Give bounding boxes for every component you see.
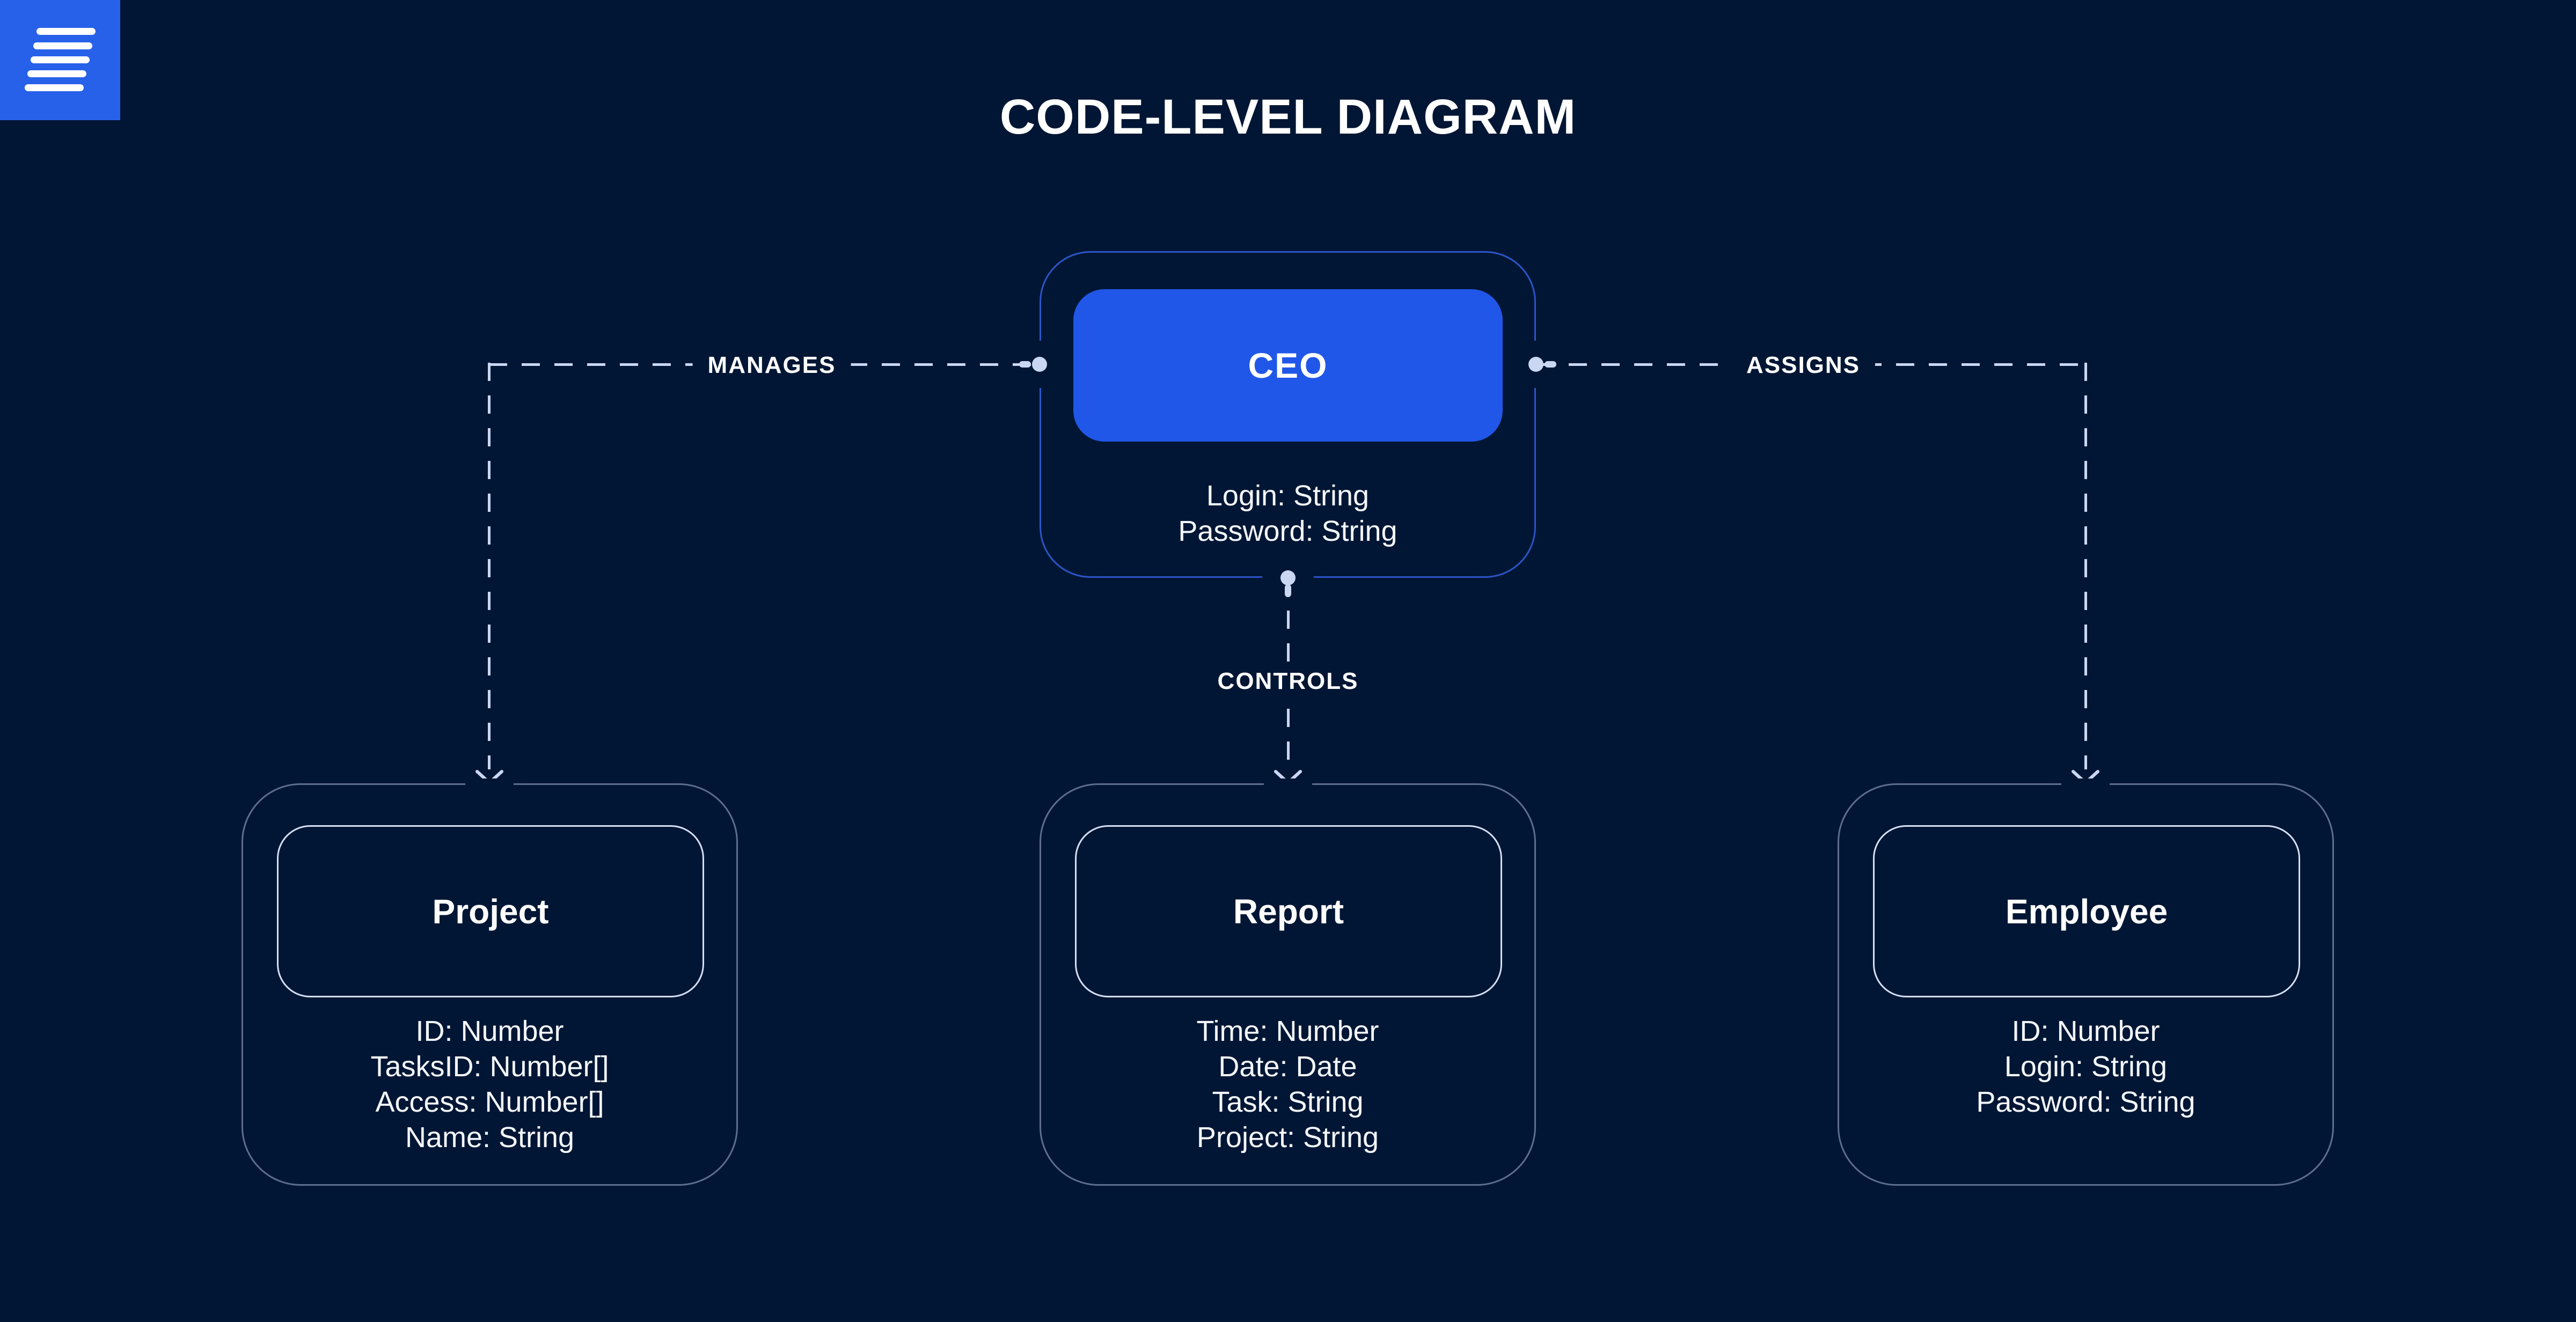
entity-attributes: ID: Number Login: String Password: Strin… [1839, 1013, 2332, 1120]
border-gap [2061, 778, 2110, 788]
connector-pin-stem [1545, 361, 1556, 368]
attribute-line: TasksID: Number[] [370, 1051, 609, 1083]
entity-attributes: Login: String Password: String [1041, 478, 1534, 549]
entity-report-header: Report [1075, 825, 1502, 997]
page-title: CODE-LEVEL DIAGRAM [999, 90, 1577, 144]
assigns-connector-vertical [2084, 363, 2087, 769]
border-gap [465, 778, 514, 788]
attribute-line: Access: Number[] [375, 1086, 604, 1118]
connector-pin-icon [1528, 357, 1543, 372]
attribute-line: Time: Number [1196, 1015, 1379, 1047]
border-gap [1264, 778, 1312, 788]
attribute-line: Password: String [1976, 1086, 2196, 1118]
entity-project-header: Project [277, 825, 704, 997]
entity-employee[interactable]: Employee ID: Number Login: String Passwo… [1838, 783, 2334, 1186]
logo-bar [33, 42, 92, 49]
logo-bar [31, 56, 90, 63]
entity-title: CEO [1248, 346, 1328, 385]
entity-project[interactable]: Project ID: Number TasksID: Number[] Acc… [241, 783, 738, 1186]
logo-bar [36, 28, 96, 35]
manages-connector-vertical [488, 363, 491, 769]
entity-title: Project [432, 892, 549, 931]
hamburger-menu-icon[interactable] [0, 0, 120, 120]
attribute-line: Login: String [1206, 480, 1370, 512]
relationship-label-assigns: ASSIGNS [1731, 349, 1876, 382]
entity-employee-header: Employee [1873, 825, 2300, 997]
entity-report[interactable]: Report Time: Number Date: Date Task: Str… [1040, 783, 1536, 1186]
connector-pin-stem [1285, 584, 1291, 597]
attribute-line: Login: String [2004, 1051, 2168, 1083]
relationship-label-controls: CONTROLS [1202, 665, 1374, 698]
connector-pin-icon [1032, 357, 1047, 372]
attribute-line: Name: String [405, 1121, 575, 1154]
entity-title: Report [1233, 892, 1344, 931]
relationship-label-manages: MANAGES [692, 349, 851, 382]
attribute-line: Project: String [1196, 1121, 1379, 1154]
entity-attributes: ID: Number TasksID: Number[] Access: Num… [243, 1013, 736, 1155]
attribute-line: Task: String [1212, 1086, 1364, 1118]
entity-ceo[interactable]: CEO Login: String Password: String [1040, 251, 1536, 578]
entity-attributes: Time: Number Date: Date Task: String Pro… [1041, 1013, 1534, 1155]
connector-pin-stem [1019, 361, 1031, 368]
attribute-line: Date: Date [1218, 1051, 1357, 1083]
entity-title: Employee [2005, 892, 2168, 931]
attribute-line: ID: Number [415, 1015, 564, 1047]
logo-bar [25, 84, 84, 91]
logo-bar [27, 70, 86, 77]
connector-pin-icon [1280, 570, 1296, 585]
entity-ceo-header: CEO [1073, 289, 1503, 442]
attribute-line: ID: Number [2011, 1015, 2160, 1047]
attribute-line: Password: String [1178, 515, 1397, 547]
